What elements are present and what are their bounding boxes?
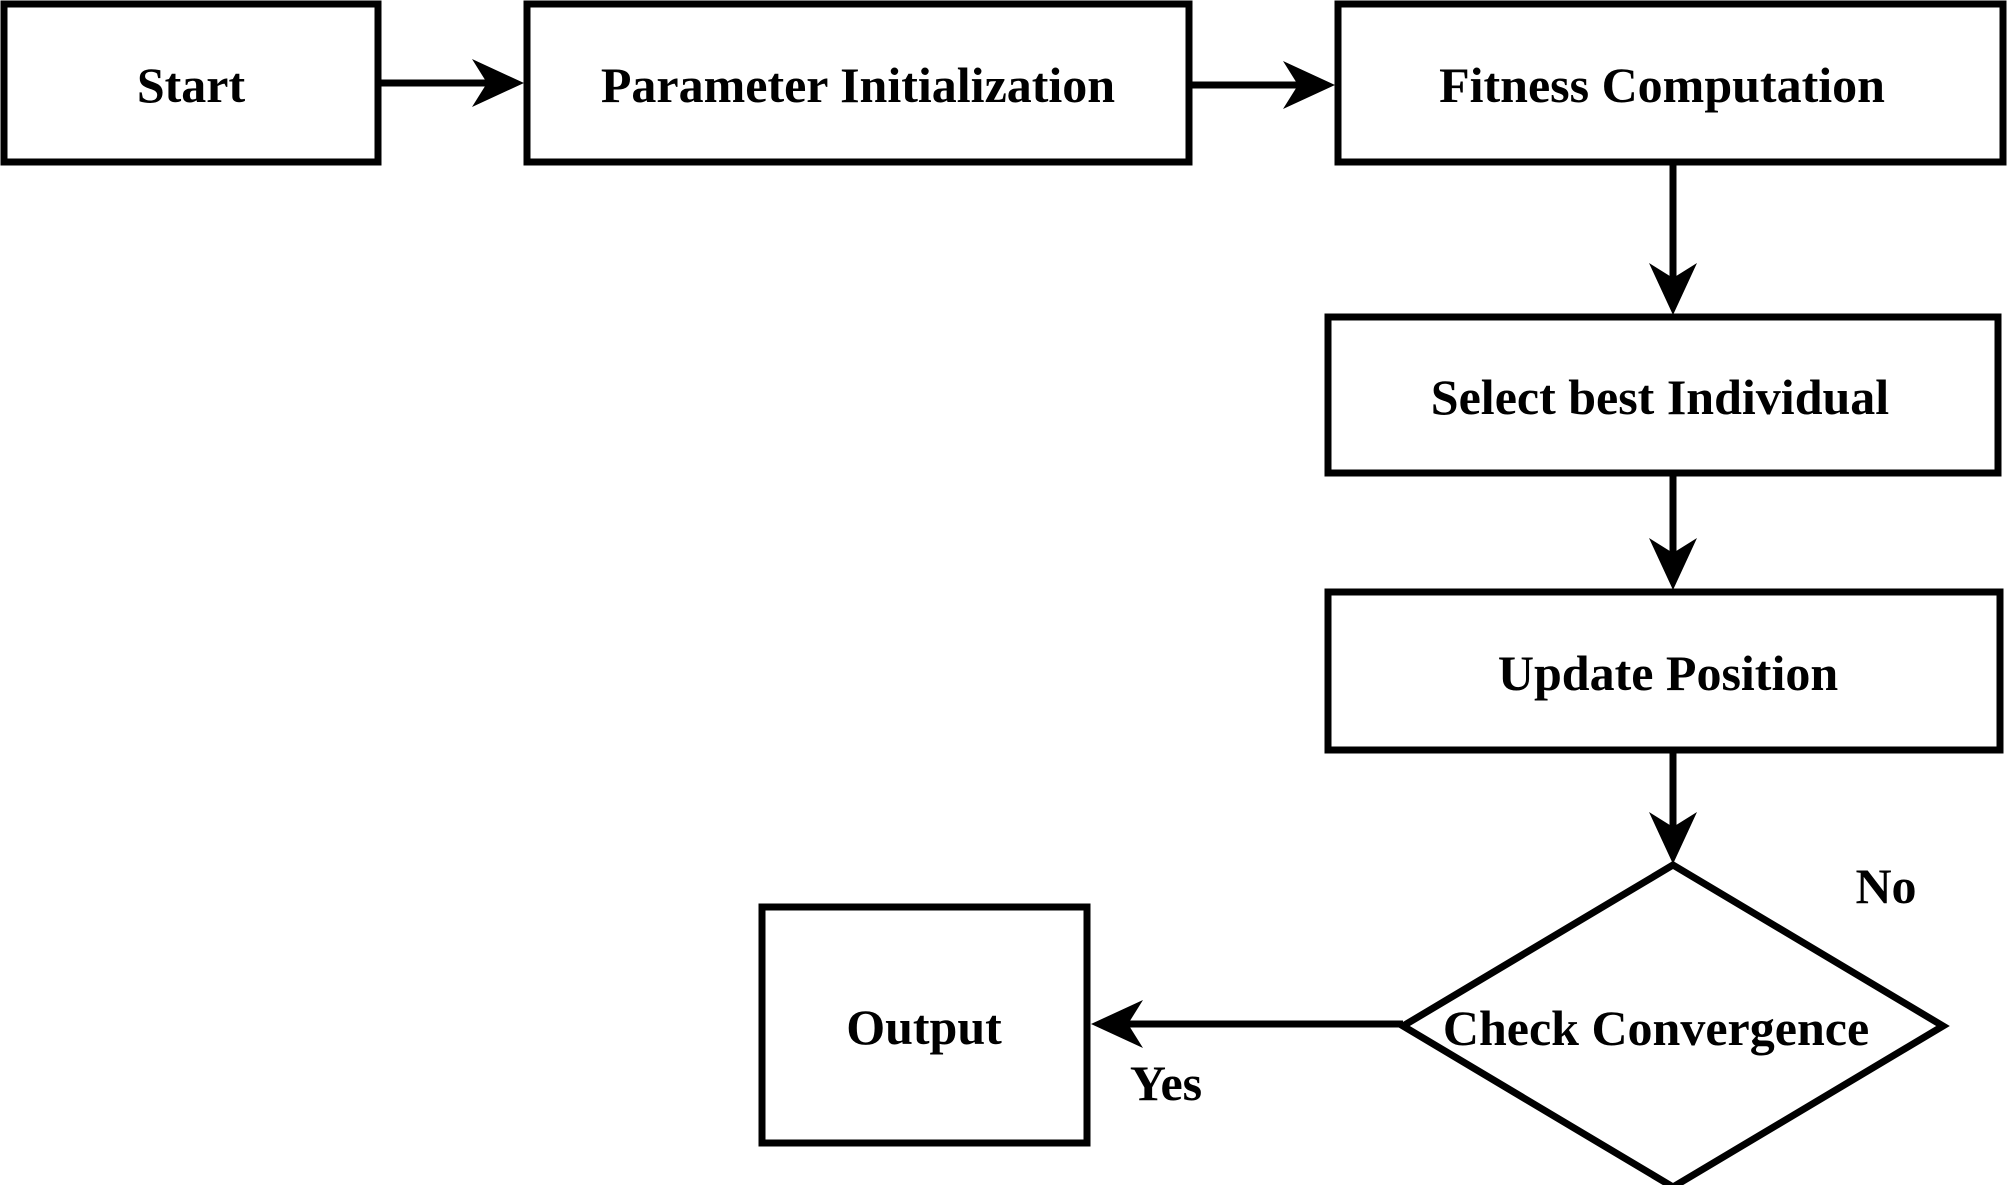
node-check-convergence xyxy=(1396,860,1950,1185)
node-parameter-initialization-label: Parameter Initialization xyxy=(601,57,1115,113)
node-select-best-individual xyxy=(1324,313,2002,477)
node-update-position-label: Update Position xyxy=(1498,645,1839,701)
node-select-best-individual-label: Select best Individual xyxy=(1431,369,1890,425)
edge-label-yes: Yes xyxy=(1130,1055,1202,1111)
edge-label-no: No xyxy=(1855,858,1916,914)
node-check-convergence-label: Check Convergence xyxy=(1443,1000,1869,1056)
node-update-position xyxy=(1324,588,2004,754)
node-start xyxy=(0,0,382,166)
edge-select-to-update-arrowhead xyxy=(1649,538,1697,590)
node-output xyxy=(758,903,1091,1147)
node-fitness-computation-label: Fitness Computation xyxy=(1439,57,1885,113)
node-fitness-computation xyxy=(1334,0,2007,166)
edge-update-to-convergence-arrowhead xyxy=(1649,812,1697,864)
edge-start-to-parameter-arrowhead xyxy=(472,59,524,107)
edge-fitness-to-select-arrowhead xyxy=(1649,263,1697,315)
node-parameter-initialization xyxy=(523,0,1193,166)
node-start-label: Start xyxy=(137,57,246,113)
edge-parameter-to-fitness-arrowhead xyxy=(1283,61,1335,109)
edge-convergence-to-output-arrowhead xyxy=(1091,1000,1143,1048)
node-output-label: Output xyxy=(846,999,1002,1055)
